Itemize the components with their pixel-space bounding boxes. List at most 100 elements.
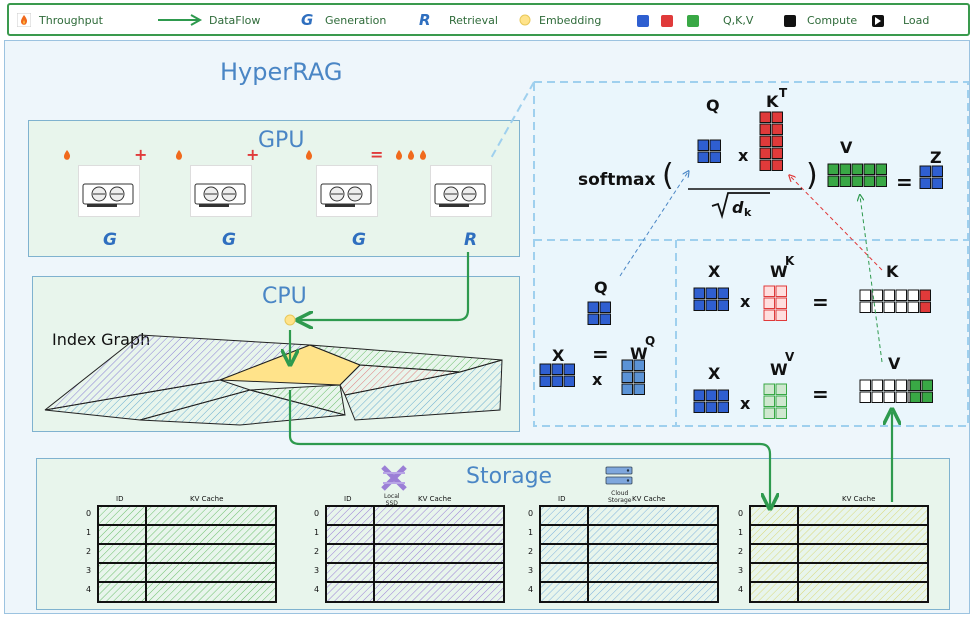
- triple-fire-icon: [395, 150, 427, 160]
- x-matrix: [539, 363, 575, 387]
- legend-retrieval: Retrieval: [449, 14, 498, 27]
- generation-label: G: [352, 230, 366, 250]
- row-index: 0: [528, 509, 534, 518]
- times-sign: x: [740, 292, 751, 311]
- legend-dataflow: DataFlow: [209, 14, 261, 27]
- z-label: Z: [930, 148, 942, 167]
- graph-to-storage-arrow: [288, 390, 770, 506]
- x-label: X: [552, 346, 565, 365]
- row-index: 1: [528, 528, 534, 537]
- wv-label: W: [770, 360, 788, 379]
- q-dashed-arrow: [619, 172, 688, 277]
- legend-throughput: Throughput: [39, 14, 103, 27]
- row-index: 0: [314, 509, 320, 518]
- diagram-title: HyperRAG: [220, 58, 343, 86]
- row-index: 2: [86, 547, 92, 556]
- equals-sign: =: [812, 382, 829, 406]
- k-matrix-filled: [919, 289, 931, 313]
- plus-sign: +: [134, 145, 148, 164]
- x-matrix: [693, 389, 729, 413]
- generation-label: G: [222, 230, 236, 250]
- kv-cache-header: KV Cache: [418, 495, 452, 503]
- id-header: ID: [558, 495, 566, 503]
- row-index: 3: [86, 566, 92, 575]
- gpu-card-icon: [316, 165, 378, 217]
- equals-sign: =: [896, 170, 913, 194]
- x-label: X: [708, 262, 721, 281]
- retrieval-to-embedding-arrow: [300, 252, 470, 320]
- row-index: 2: [738, 547, 744, 556]
- times-sign: x: [740, 394, 751, 413]
- dk-sub: k: [744, 206, 752, 219]
- row-index: 0: [86, 509, 92, 518]
- legend-generation: Generation: [325, 14, 387, 27]
- fire-icon: [63, 150, 71, 160]
- attention-frame: [489, 81, 969, 427]
- row-index: 4: [528, 585, 534, 594]
- times-sign: x: [592, 370, 603, 389]
- compute-square-icon: [784, 15, 796, 27]
- q-output-label: Q: [594, 278, 608, 297]
- fire-icon: [175, 150, 183, 160]
- id-header: ID: [116, 495, 124, 503]
- storage-title: Storage: [466, 464, 553, 489]
- x-matrix: [693, 287, 729, 311]
- gpu-card-icon: [190, 165, 252, 217]
- wq-matrix: [621, 359, 645, 395]
- arrow-right-icon: [158, 14, 203, 26]
- wk-sup: K: [785, 254, 795, 268]
- cloud-storage-icon: [605, 466, 633, 485]
- id-header: ID: [344, 495, 352, 503]
- times-sign: x: [738, 146, 749, 165]
- q-output-matrix: [587, 301, 611, 325]
- v-label: V: [840, 138, 853, 157]
- v-dashed-arrow: [860, 196, 883, 363]
- kv-cache-header: KV Cache: [190, 495, 224, 503]
- wk-matrix: [763, 285, 787, 321]
- q-matrix: [697, 139, 721, 163]
- v-matrix: [827, 163, 887, 187]
- row-index: 3: [738, 566, 744, 575]
- qkv-squares-icon: [637, 15, 699, 27]
- kv-cache-header: KV Cache: [632, 495, 666, 503]
- v-result-filled: [909, 379, 933, 403]
- row-index: 1: [738, 528, 744, 537]
- z-matrix: [919, 165, 943, 189]
- row-index: 4: [86, 585, 92, 594]
- index-graph-label: Index Graph: [52, 330, 151, 349]
- left-paren: (: [662, 158, 674, 193]
- q-label: Q: [706, 96, 720, 115]
- legend-embedding: Embedding: [539, 14, 602, 27]
- row-index: 0: [738, 509, 744, 518]
- row-index: 1: [86, 528, 92, 537]
- dk-label: d: [732, 198, 744, 217]
- equals-sign: =: [592, 342, 609, 366]
- local-ssd-icon: [381, 465, 407, 491]
- retrieval-glyph-icon: R: [419, 11, 431, 29]
- wq-sup: Q: [645, 334, 656, 348]
- row-index: 3: [528, 566, 534, 575]
- kt-label: K: [766, 92, 779, 111]
- kt-sup: T: [779, 86, 788, 100]
- softmax-label: softmax: [578, 170, 656, 190]
- cpu-title: CPU: [262, 284, 307, 309]
- embedding-dot-icon: [519, 14, 531, 26]
- right-paren: ): [806, 158, 818, 193]
- x-label: X: [708, 364, 721, 383]
- row-index: 2: [528, 547, 534, 556]
- wq-label: W: [630, 344, 648, 363]
- row-index: 3: [314, 566, 320, 575]
- equals-sign: =: [812, 290, 829, 314]
- row-index: 2: [314, 547, 320, 556]
- generation-label: G: [103, 230, 117, 250]
- k-dashed-arrow: [790, 176, 883, 271]
- row-index: 1: [314, 528, 320, 537]
- cloud-storage-label: Cloud Storage: [608, 490, 632, 504]
- wv-sup: V: [785, 350, 795, 364]
- plus-sign: +: [246, 145, 260, 164]
- gpu-card-icon: [430, 165, 492, 217]
- gpu-title: GPU: [258, 128, 305, 153]
- legend-bar: Throughput DataFlow G Generation R Retri…: [7, 3, 970, 36]
